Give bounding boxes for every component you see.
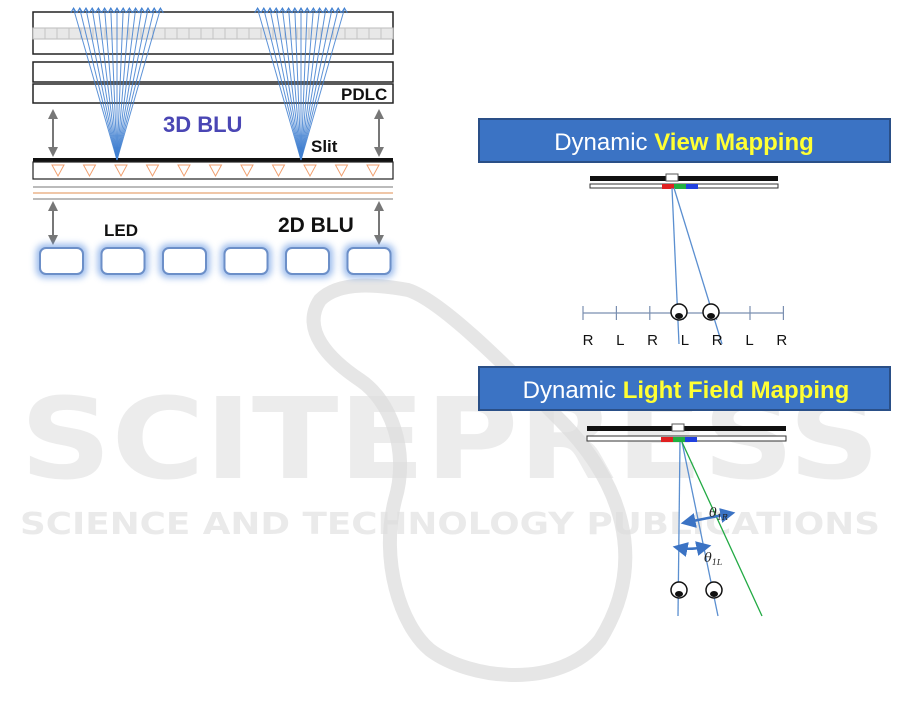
led-box (286, 248, 329, 274)
left-diagram: PDLC 3D BLU Slit LED 2D BLU (33, 8, 395, 278)
vm-pixel-green (674, 184, 686, 189)
lf-barrier (587, 426, 786, 431)
angle-1l-base: θ (704, 551, 712, 566)
zone-label: R (712, 332, 723, 349)
lf-eye-right-icon (706, 582, 722, 598)
zone-label: R (647, 332, 658, 349)
lf-pixel-red (661, 437, 673, 442)
angle-1l-label: θ1L (704, 551, 722, 567)
led-unit (98, 244, 149, 278)
vm-eye-right-icon (703, 304, 719, 320)
zone-label: L (681, 332, 689, 349)
3d-blu-label: 3D BLU (163, 112, 242, 137)
led-unit (221, 244, 272, 278)
led-array (36, 244, 395, 278)
lf-slit (672, 424, 684, 431)
zone-label: R (776, 332, 787, 349)
slit-barrier (33, 158, 393, 162)
light-field-title-prefix: Dynamic (523, 377, 623, 404)
pdlc-layer-2 (33, 84, 393, 103)
vm-slit (666, 174, 678, 181)
pdlc-label: PDLC (341, 85, 387, 104)
led-unit (282, 244, 333, 278)
led-box (163, 248, 206, 274)
vm-eye-left-icon (671, 304, 687, 320)
led-box (40, 248, 83, 274)
watermark-subtitle: SCIENCE AND TECHNOLOGY PUBLICATIONS (20, 507, 880, 542)
led-box (102, 248, 145, 274)
vm-barrier (590, 176, 778, 181)
led-label: LED (104, 221, 138, 240)
view-mapping-title: Dynamic View Mapping (554, 129, 814, 156)
lf-eye-left-icon (671, 582, 687, 598)
pdlc-layer-1 (33, 62, 393, 82)
view-mapping-title-prefix: Dynamic (554, 129, 654, 156)
view-mapping-panel: Dynamic View Mapping R L R L R L R (479, 119, 890, 349)
lf-pixel-blue (685, 437, 697, 442)
led-box (348, 248, 391, 274)
zone-label: L (616, 332, 624, 349)
light-field-title: Dynamic Light Field Mapping (523, 377, 850, 404)
led-unit (344, 244, 395, 278)
view-mapping-title-highlight: View Mapping (654, 129, 814, 156)
2d-blu-label: 2D BLU (278, 214, 354, 237)
led-unit (159, 244, 210, 278)
led-box (225, 248, 268, 274)
zone-label: L (745, 332, 753, 349)
angle-1l-sub: 1L (712, 558, 722, 567)
light-field-title-highlight: Light Field Mapping (623, 377, 850, 404)
zone-label: R (583, 332, 594, 349)
angle-1r-base: θ (709, 506, 717, 521)
angle-1r-sub: 1R (717, 513, 728, 522)
slit-label: Slit (311, 137, 338, 156)
vm-ray-right (674, 188, 722, 344)
angle-1l-arc (680, 547, 704, 549)
vm-pixel-blue (686, 184, 698, 189)
lf-pixel-green (673, 437, 685, 442)
led-unit (36, 244, 87, 278)
vm-zone-labels: RLRLRLR (583, 332, 788, 349)
